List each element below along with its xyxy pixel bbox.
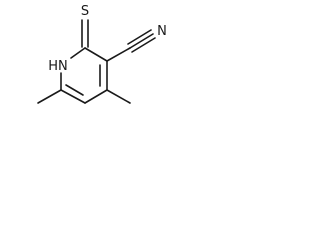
bond-c2-c3 — [84, 47, 108, 62]
bond-cn-triple-b — [127, 29, 152, 45]
bond-c3-cn — [106, 47, 131, 62]
atom-label-nitrile-nitrogen: N — [157, 24, 167, 39]
bond-cn-triple-a — [129, 33, 154, 49]
atom-label-sulfur: S — [81, 4, 89, 19]
bond-c5-c6 — [60, 89, 86, 104]
atom-label-ring-nitrogen: HN — [48, 59, 68, 74]
bond-n1-c2 — [70, 47, 86, 59]
bond-c4-c5 — [84, 89, 108, 104]
bond-c4-methyl — [106, 89, 131, 104]
bond-c5-c6-inner — [65, 84, 84, 96]
bond-c6-methyl — [37, 89, 62, 104]
molecule-structure: S HN N — [37, 4, 167, 104]
bond-cn-triple-c — [131, 37, 156, 53]
